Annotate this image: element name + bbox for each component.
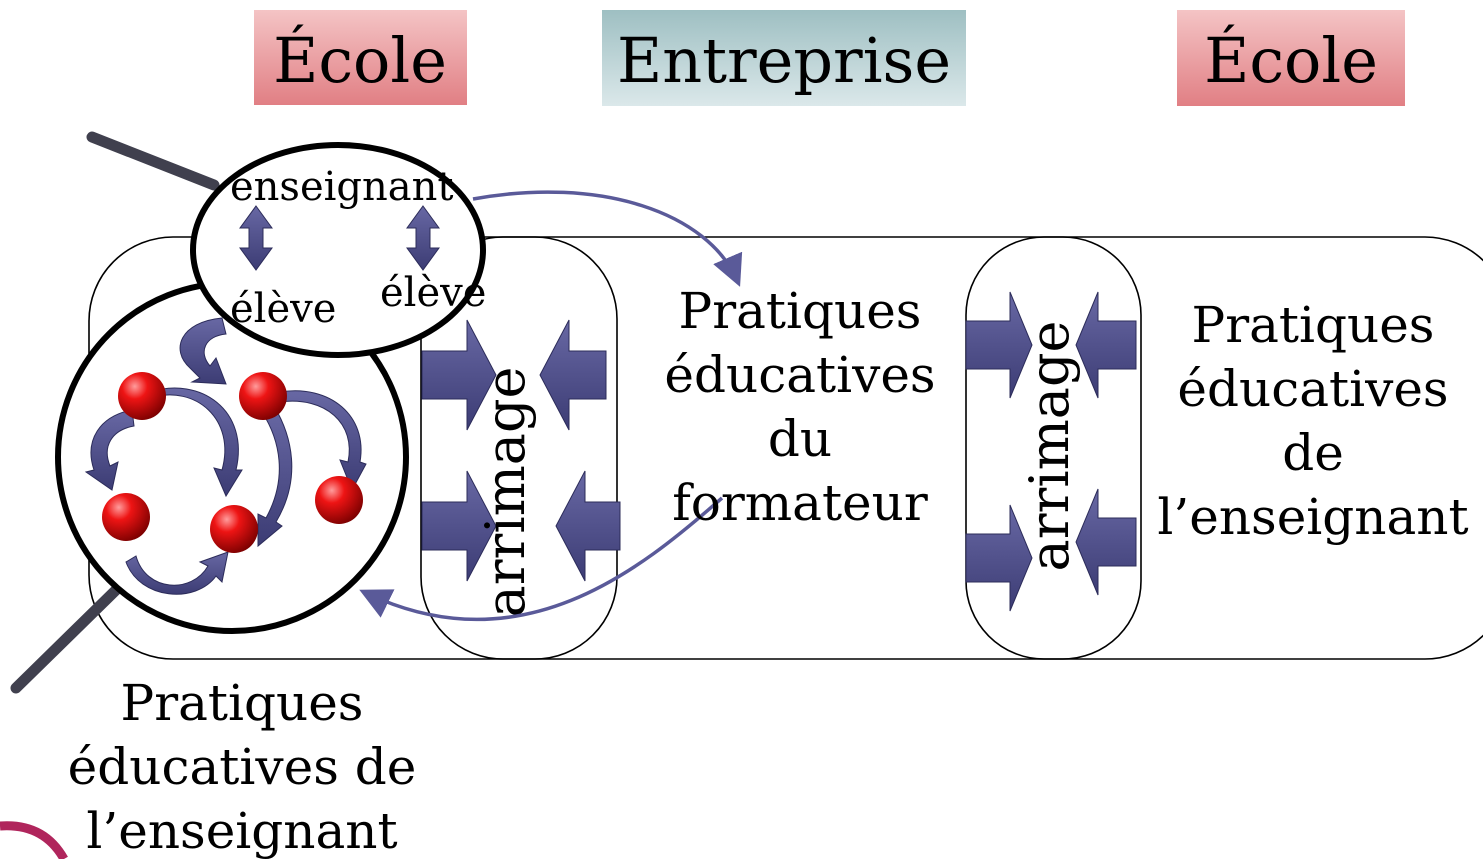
practices-trainer-line: du [768, 410, 832, 468]
anchoring-arrows-right [965, 291, 1137, 612]
practices-teacher-bottom: Pratiques éducatives de l’enseignant [68, 674, 417, 859]
practices-teacher-bottom-line: Pratiques [121, 674, 364, 732]
practices-teacher-right-line: l’enseignant [1157, 488, 1468, 546]
student-ball [118, 372, 166, 420]
connector-arrow-trainer-to-classroom [359, 496, 724, 622]
practices-teacher-right: Pratiques éducatives de l’enseignant [1157, 296, 1468, 546]
zoom-bubble: enseignant élève élève [190, 142, 486, 358]
curved-arrow-icon [149, 387, 243, 498]
anchoring-label-right: arrimage [1018, 320, 1081, 571]
arrow-left-icon [1075, 291, 1137, 399]
anchoring-label-left: arrimage [474, 366, 537, 617]
teacher-label: enseignant [230, 164, 453, 210]
practices-trainer: Pratiques éducatives du formateur [664, 282, 935, 532]
double-arrow-icon [239, 205, 273, 271]
arrow-right-icon [965, 291, 1033, 399]
student-label-right: élève [380, 270, 486, 316]
practices-teacher-right-line: Pratiques [1192, 296, 1435, 354]
header-ecole-left-label: École [273, 24, 447, 97]
curved-arrow-icon [279, 390, 367, 492]
practices-teacher-bottom-line: éducatives de [68, 738, 417, 796]
arrow-left-icon [539, 319, 607, 431]
student-ball [239, 372, 287, 420]
curved-arrow-icon [84, 409, 135, 491]
student-ball [210, 505, 258, 553]
header-ecole-right: École [1177, 10, 1405, 106]
curved-arrow-icon [125, 551, 229, 595]
practices-teacher-right-line: éducatives [1177, 360, 1448, 418]
practices-trainer-line: formateur [672, 474, 928, 532]
student-ball [102, 493, 150, 541]
header-entreprise-label: Entreprise [617, 24, 951, 97]
arrow-right-icon [965, 504, 1033, 612]
arrow-right-icon [421, 470, 497, 582]
magnifier-handle-lower [10, 584, 122, 694]
connector-arrow-teacher-to-trainer [472, 190, 743, 287]
logo-icon [0, 821, 68, 859]
student-ball [315, 476, 363, 524]
double-arrow-icon [406, 205, 440, 271]
curved-arrow-icon [179, 317, 227, 385]
anchoring-capsule-left [420, 236, 618, 660]
practices-teacher-right-line: de [1282, 424, 1344, 482]
student-interaction-arrows [84, 317, 367, 595]
header-ecole-left: École [254, 10, 467, 105]
student-label-left: élève [230, 286, 336, 332]
magnifier-handle-upper [86, 131, 220, 191]
header-ecole-right-label: École [1204, 24, 1378, 97]
students [102, 372, 363, 553]
practices-teacher-bottom-line: l’enseignant [86, 802, 397, 859]
practices-trainer-line: Pratiques [679, 282, 922, 340]
header-entreprise: Entreprise [602, 10, 966, 106]
arrow-right-icon [421, 319, 497, 431]
practices-trainer-line: éducatives [664, 346, 935, 404]
curved-arrow-icon [257, 405, 293, 548]
arrow-left-icon [555, 470, 621, 582]
arrow-left-icon [1075, 488, 1137, 596]
anchoring-arrows-left [421, 319, 621, 582]
anchoring-capsule-right [965, 236, 1142, 660]
